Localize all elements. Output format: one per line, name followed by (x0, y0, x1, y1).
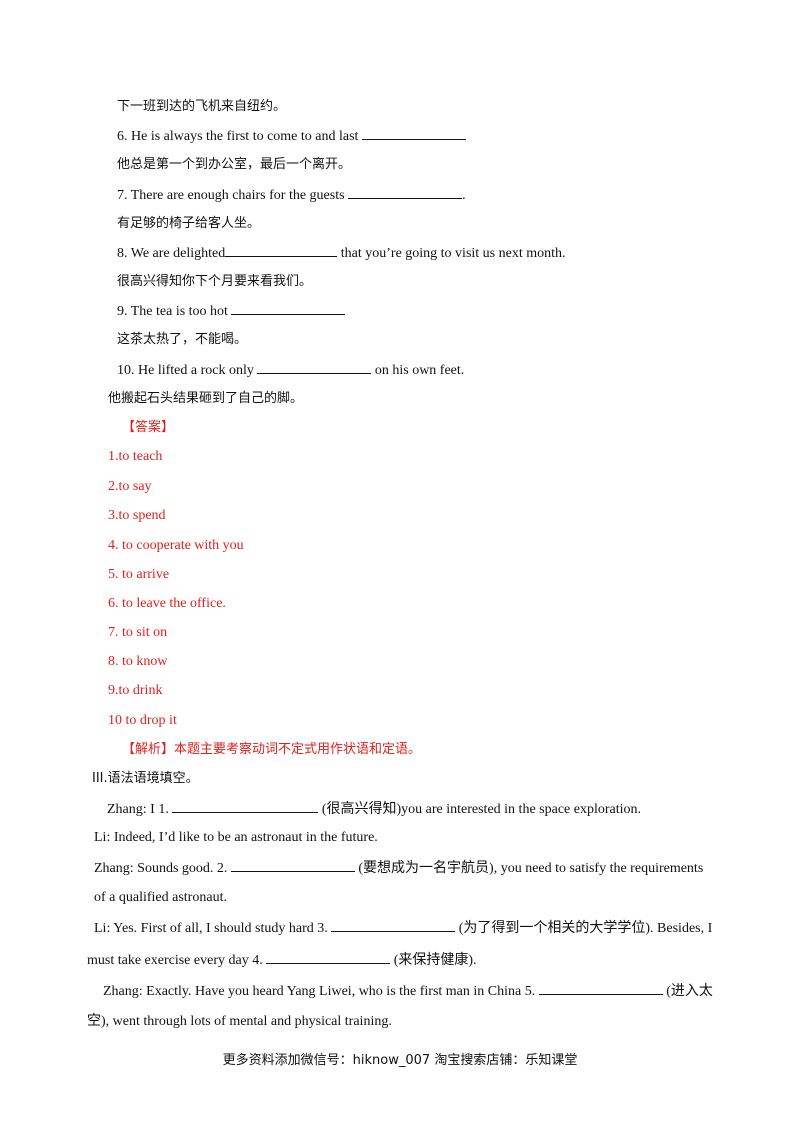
answer-blank[interactable] (172, 800, 319, 813)
exercise-item-9: 9. The tea is too hot (117, 302, 346, 321)
answer-item: 10 to drop it (108, 713, 177, 728)
answer-blank[interactable] (361, 127, 466, 140)
item-text: 8. We are delighted (117, 246, 226, 261)
line-text: (来保持健康). (390, 953, 477, 968)
answer-item: 1.to teach (108, 449, 163, 464)
line-text: Zhang: I 1. (107, 802, 173, 817)
line-text: (要想成为一名宇航员), you need to satisfy the req… (354, 861, 704, 876)
answer-blank[interactable] (266, 951, 391, 964)
item-text: . (462, 188, 466, 203)
answer-item: 7. to sit on (108, 625, 168, 640)
translation-line: 有足够的椅子给客人坐。 (117, 216, 261, 231)
dialogue-line: Zhang: I 1. (很高兴得知)you are interested in… (107, 800, 641, 819)
item-text: 7. There are enough chairs for the guest… (117, 188, 349, 203)
answer-blank[interactable] (331, 919, 456, 932)
item-text: on his own feet. (371, 363, 465, 378)
dialogue-line: Li: Yes. First of all, I should study ha… (94, 919, 712, 938)
exercise-item-7: 7. There are enough chairs for the guest… (117, 186, 466, 205)
analysis-note: 【解析】本题主要考察动词不定式用作状语和定语。 (122, 742, 422, 757)
answer-item: 8. to know (108, 654, 168, 669)
item-text: that you’re going to visit us next month… (337, 246, 566, 261)
page-footer: 更多资料添加微信号：hiknow_007 淘宝搜索店铺：乐知课堂 (222, 1053, 578, 1068)
item-text: 9. The tea is too hot (117, 304, 232, 319)
line-text: must take exercise every day 4. (87, 953, 267, 968)
line-text: Li: Indeed, I’d like to be an astronaut … (94, 830, 378, 845)
line-text: (进入太 (662, 984, 713, 999)
line-text: Zhang: Sounds good. 2. (94, 861, 231, 876)
translation-line: 他搬起石头结果砸到了自己的脚。 (108, 391, 304, 406)
answer-heading: 【答案】 (122, 420, 175, 435)
line-text: Zhang: Exactly. Have you heard Yang Liwe… (103, 984, 539, 999)
answer-blank[interactable] (257, 361, 372, 374)
answer-item: 3.to spend (108, 508, 166, 523)
answer-item: 4. to cooperate with you (108, 538, 244, 553)
answer-item: 6. to leave the office. (108, 596, 226, 611)
line-text: 空), went through lots of mental and phys… (87, 1014, 392, 1029)
answer-item: 9.to drink (108, 683, 163, 698)
translation-line: 很高兴得知你下个月要来看我们。 (117, 274, 313, 289)
answer-item: 2.to say (108, 479, 152, 494)
exercise-item-6: 6. He is always the first to come to and… (117, 127, 466, 146)
answer-blank[interactable] (231, 302, 346, 315)
translation-line: 他总是第一个到办公室，最后一个离开。 (117, 157, 352, 172)
answer-blank[interactable] (538, 982, 663, 995)
translation-line: 这茶太热了，不能喝。 (117, 332, 248, 347)
answer-blank[interactable] (230, 859, 355, 872)
exercise-item-10: 10. He lifted a rock only on his own fee… (117, 361, 464, 380)
answer-blank[interactable] (348, 186, 463, 199)
section-title: III.语法语境填空。 (92, 771, 199, 786)
translation-line: 下一班到达的飞机来自纽约。 (117, 99, 287, 114)
answer-item: 5. to arrive (108, 567, 170, 582)
dialogue-line: Zhang: Exactly. Have you heard Yang Liwe… (103, 982, 713, 1001)
dialogue-line: must take exercise every day 4. (来保持健康). (87, 951, 477, 970)
answer-blank[interactable] (225, 244, 338, 257)
item-text: 6. He is always the first to come to and… (117, 129, 362, 144)
line-text: (很高兴得知)you are interested in the space e… (318, 802, 642, 817)
line-text: of a qualified astronaut. (94, 890, 227, 905)
dialogue-line: 空), went through lots of mental and phys… (87, 1013, 392, 1031)
line-text: Li: Yes. First of all, I should study ha… (94, 921, 332, 936)
dialogue-line: of a qualified astronaut. (94, 889, 227, 907)
dialogue-line: Zhang: Sounds good. 2. (要想成为一名宇航员), you … (94, 859, 703, 878)
dialogue-line: Li: Indeed, I’d like to be an astronaut … (94, 829, 378, 847)
exercise-item-8: 8. We are delighted that you’re going to… (117, 244, 566, 263)
item-text: 10. He lifted a rock only (117, 363, 258, 378)
line-text: (为了得到一个相关的大学学位). Besides, I (455, 921, 713, 936)
